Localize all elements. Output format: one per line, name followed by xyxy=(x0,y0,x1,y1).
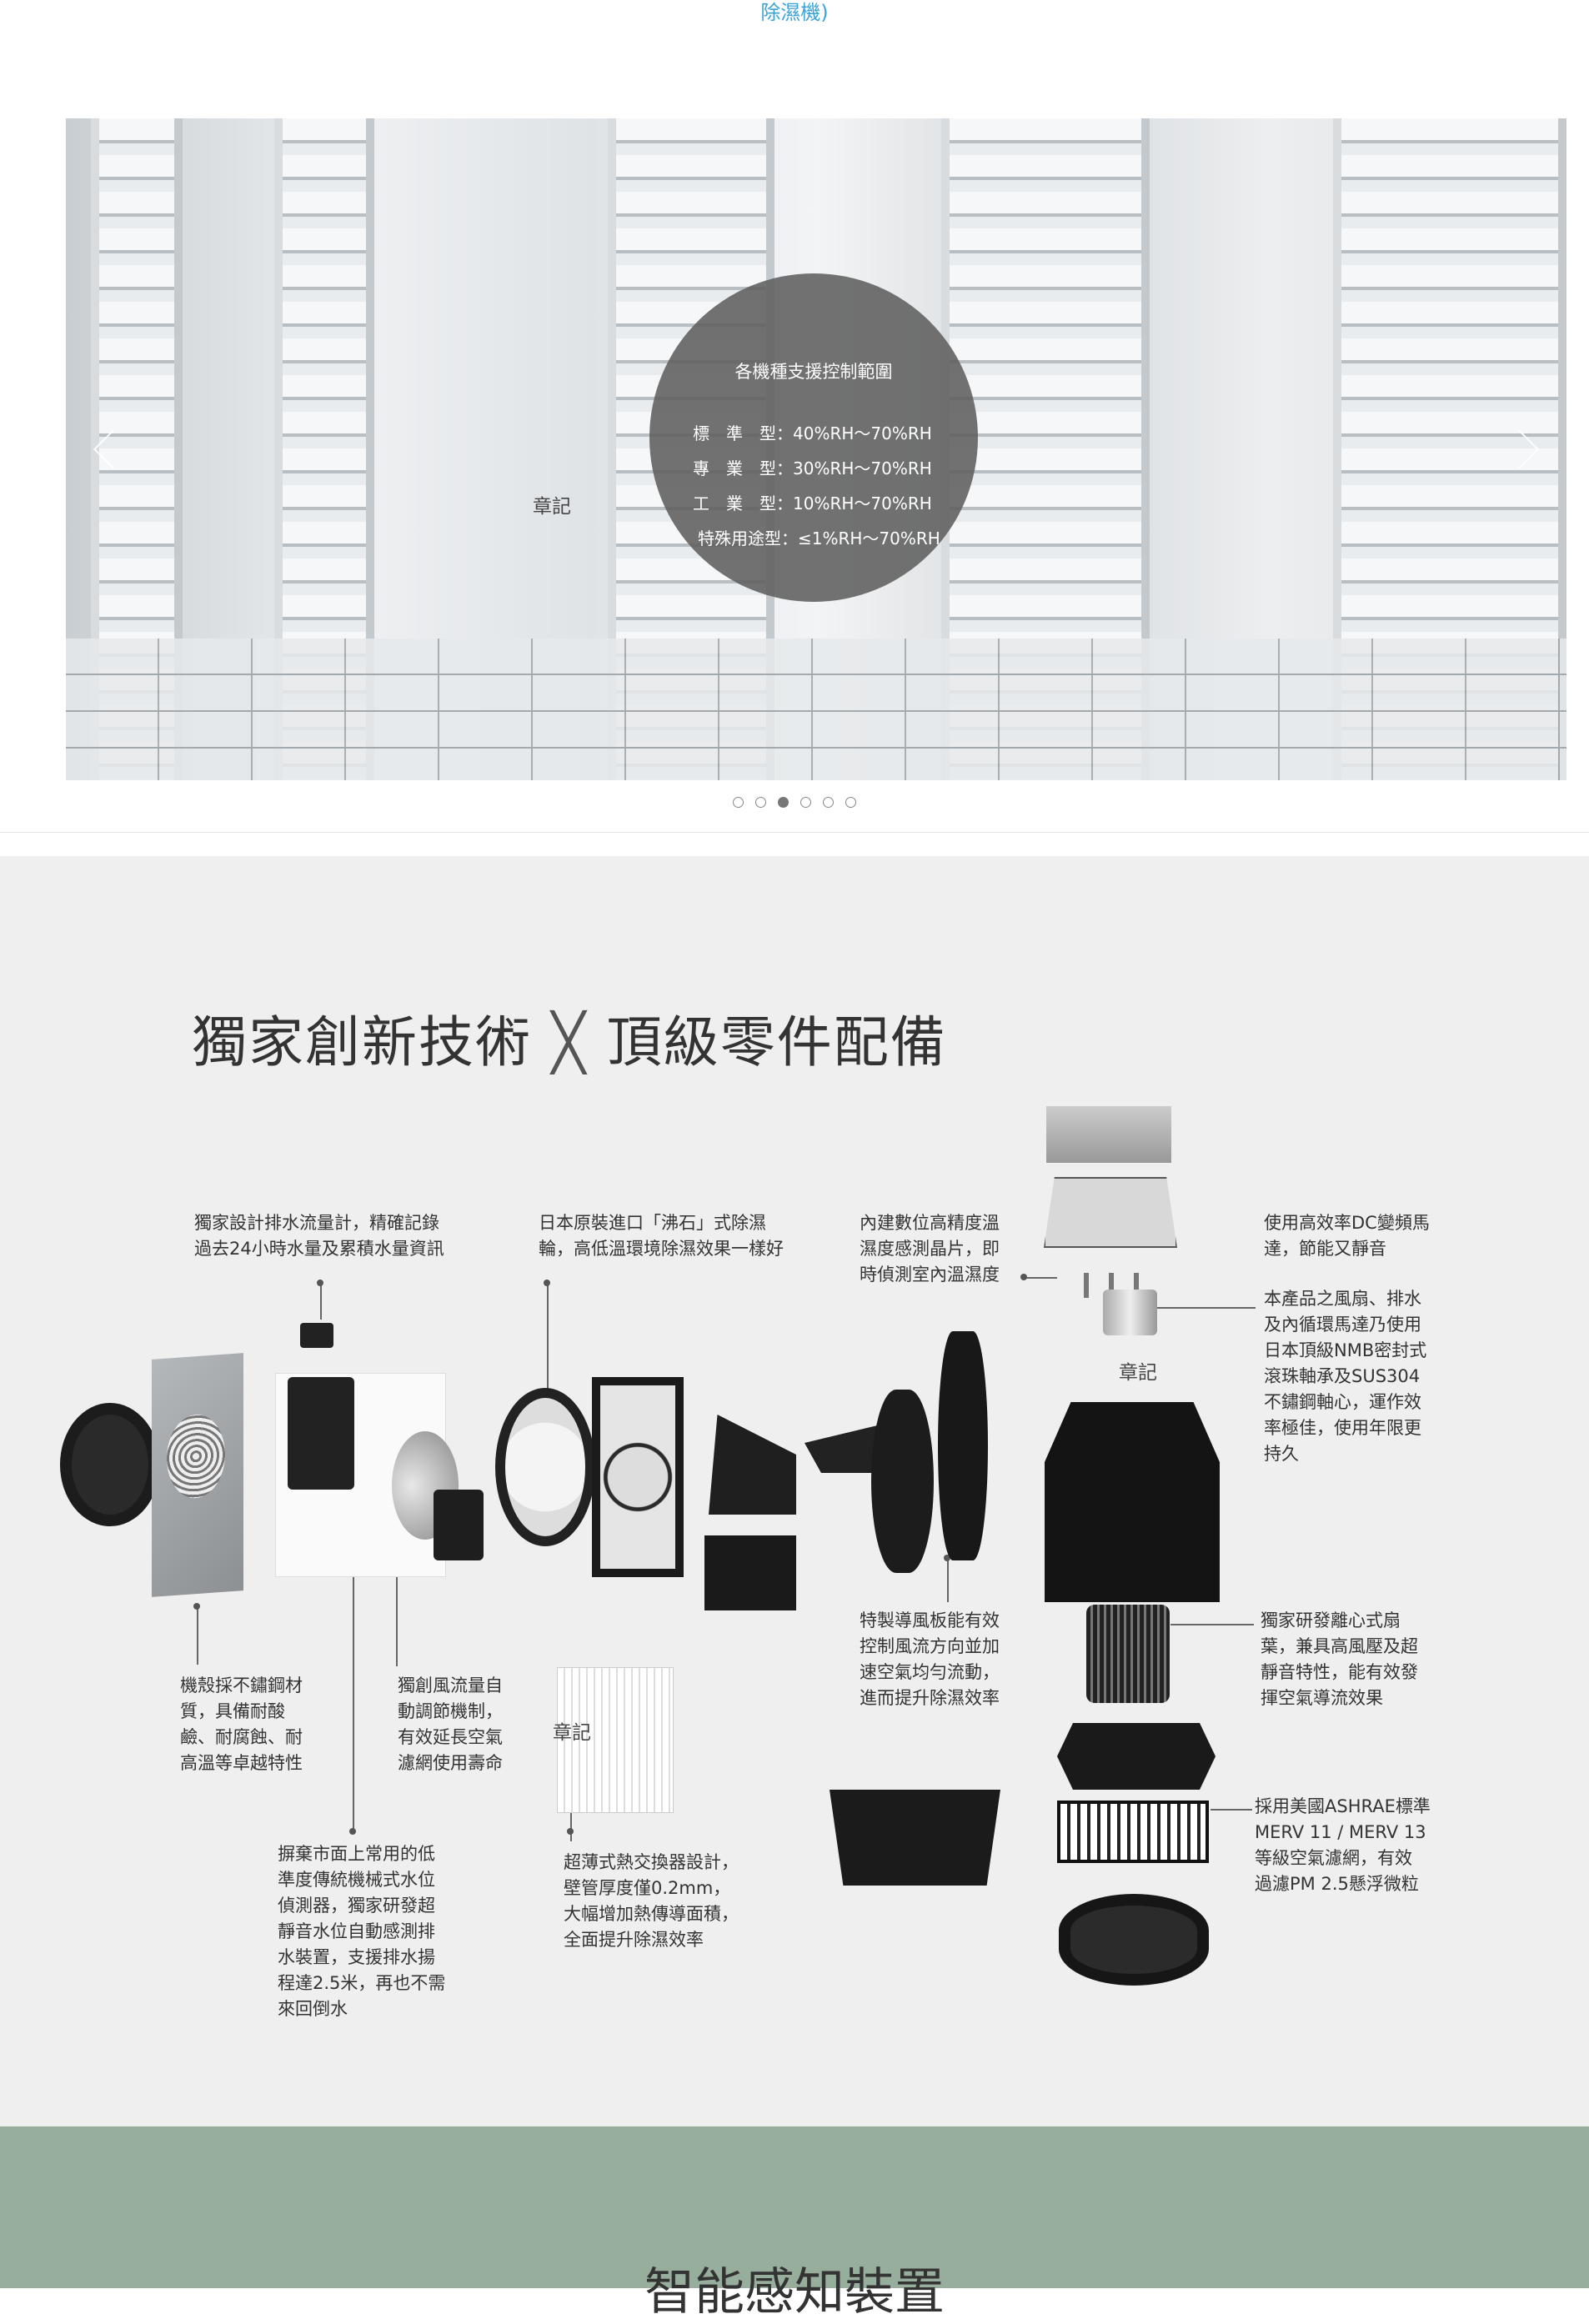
housing-part xyxy=(709,1415,796,1515)
motor-housing-part xyxy=(1045,1402,1220,1602)
top-link-text[interactable]: 除濕機) xyxy=(760,1,829,24)
control-range-row: 工 業 型：10%RH～70%RH xyxy=(693,493,932,513)
control-range-title: 各機種支援控制範圍 xyxy=(734,362,893,382)
slider-dot[interactable] xyxy=(823,797,834,808)
tech-title-right: 頂級零件配備 xyxy=(606,1010,947,1074)
cross-icon: ╳ xyxy=(552,1010,587,1074)
note-bearing: 本產品之風扇、排水 及內循環馬達乃使用 日本頂級NMB密封式 滾珠軸承及SUS3… xyxy=(1264,1289,1427,1464)
control-range-row: 標 準 型：40%RH～70%RH xyxy=(693,423,932,443)
slider-pagination xyxy=(0,797,1589,808)
bottom-ring-part xyxy=(1059,1894,1209,1986)
note-airflow: 獨創風流量自 動調節機制， 有效延長空氣 濾網使用壽命 xyxy=(398,1675,503,1773)
note-zeolite: 日本原裝進口「沸石」式除濕 輪，高低溫環境除濕效果一樣好 xyxy=(539,1213,784,1259)
centrifugal-fan-part xyxy=(1086,1605,1170,1703)
note-dc-motor: 使用高效率DC變頻馬 達，節能又靜音 xyxy=(1264,1213,1430,1259)
control-range-row: 專 業 型：30%RH～70%RH xyxy=(693,458,932,478)
stainless-plate-part xyxy=(152,1353,243,1597)
guide-plate-part xyxy=(871,1390,934,1573)
note-sensor: 內建數位高精度溫 濕度感測晶片，即 時偵測室內溫濕度 xyxy=(860,1213,1000,1285)
slider-dot[interactable] xyxy=(733,797,744,808)
stamp-label: 章記 xyxy=(553,1722,591,1744)
slider-dot-active[interactable] xyxy=(778,797,789,808)
image-label: 章記 xyxy=(533,496,571,518)
tech-title: 獨家創新技術 ╳ 頂級零件配備 xyxy=(192,998,947,1078)
divider xyxy=(0,832,1589,833)
stamp-label: 章記 xyxy=(1119,1362,1157,1384)
top-cover-part xyxy=(1046,1106,1171,1163)
smart-sensor-section: 智能感知裝置 xyxy=(0,2126,1589,2321)
slider-dot[interactable] xyxy=(845,797,856,808)
slider-dot[interactable] xyxy=(755,797,766,808)
zeolite-wheel-part xyxy=(495,1388,595,1546)
note-stainless: 機殼採不鏽鋼材 質，具備耐酸 鹼、耐腐蝕、耐 高溫等卓越特性 xyxy=(180,1675,303,1773)
image-slider[interactable]: 各機種支援控制範圍 標 準 型：40%RH～70%RH 專 業 型：30%RH～… xyxy=(66,118,1566,780)
dc-motor-part xyxy=(1103,1290,1157,1335)
note-guide-plate: 特製導風板能有效 控制風流方向並加 速空氣均勻流動， 進而提升除濕效率 xyxy=(860,1610,1000,1708)
intake-ring-part xyxy=(60,1403,160,1526)
base-tray-part xyxy=(830,1790,1000,1886)
note-water-level: 摒棄市面上常用的低 準度傳統機械式水位 偵測器，獨家研發超 靜音水位自動感測排 … xyxy=(278,1844,446,2019)
slider-dot[interactable] xyxy=(800,797,811,808)
flow-meter-part xyxy=(288,1377,354,1490)
tech-title-left: 獨家創新技術 xyxy=(192,1010,532,1074)
note-heat-exchanger: 超薄式熱交換器設計， 壁管厚度僅0.2mm， 大幅增加熱傳導面積， 全面提升除濕… xyxy=(564,1852,739,1950)
tech-section: 獨家創新技術 ╳ 頂級零件配備 獨家設計排水流量計，精確記錄 過去24小時水量及累積… xyxy=(0,856,1589,2126)
note-flow-meter: 獨家設計排水流量計，精確記錄 過去24小時水量及累積水量資訊 xyxy=(194,1213,444,1259)
air-filter-part xyxy=(1057,1801,1209,1863)
control-range-circle: 各機種支援控制範圍 標 準 型：40%RH～70%RH 專 業 型：30%RH～… xyxy=(649,273,978,602)
heat-exchanger-part xyxy=(557,1667,674,1813)
note-filter: 採用美國ASHRAE標準 MERV 11 / MERV 13 等級空氣濾網，有效… xyxy=(1255,1796,1431,1894)
fan-frame-part xyxy=(592,1377,684,1577)
control-range-row: 特殊用途型：≤1%RH～70%RH xyxy=(698,528,940,548)
note-centrifugal: 獨家研發離心式扇 葉，兼具高風壓及超 靜音特性，能有效發 揮空氣導流效果 xyxy=(1261,1610,1418,1708)
